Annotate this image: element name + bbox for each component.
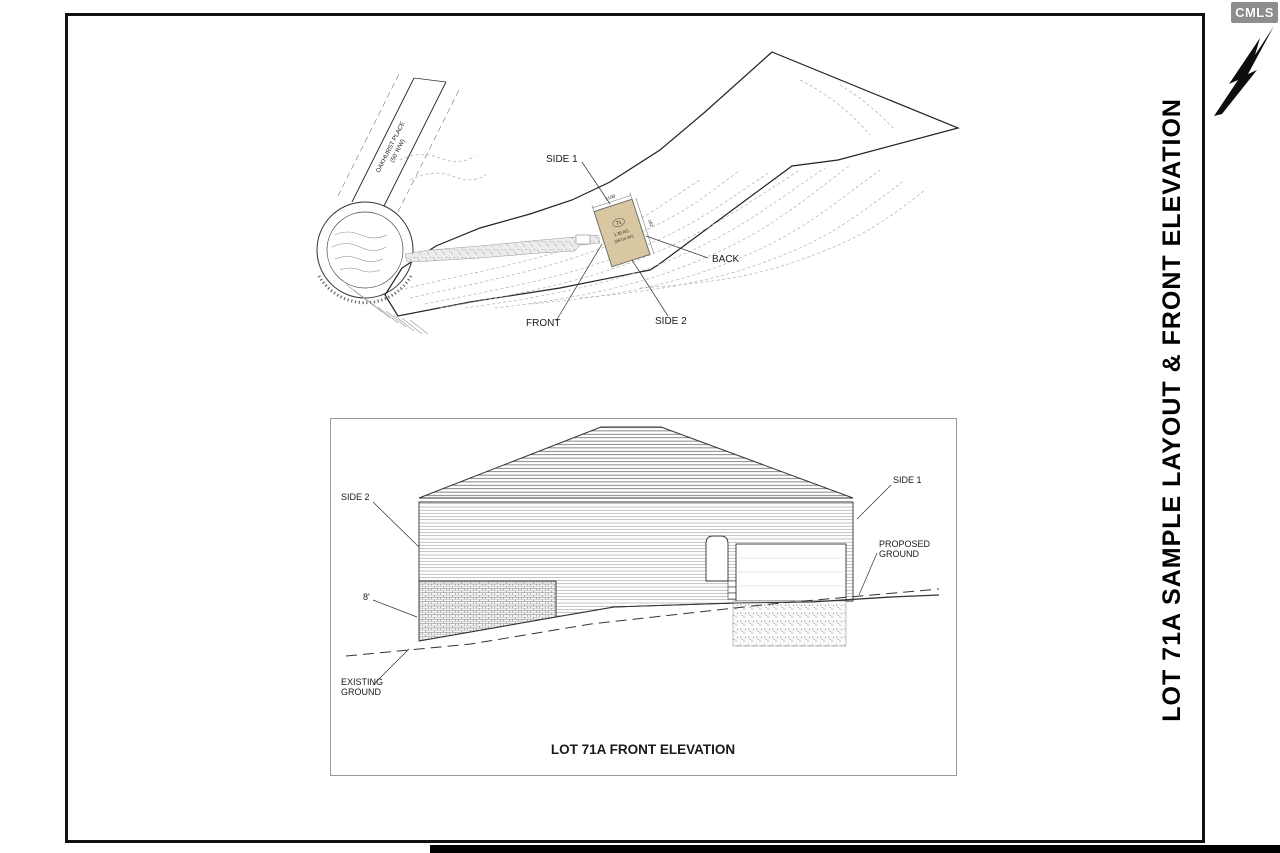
north-arrow-shape <box>1214 26 1274 116</box>
entry-door <box>705 535 729 582</box>
proposed-ground-line <box>810 594 940 603</box>
label-side1: SIDE 1 <box>546 154 578 165</box>
existing-ground-line <box>345 588 940 657</box>
vertical-title: LOT 71A SAMPLE LAYOUT & FRONT ELEVATION <box>1142 98 1202 722</box>
elev-label-side2: SIDE 2 <box>341 492 370 502</box>
lot-boundary <box>384 51 960 317</box>
garage-foundation <box>732 600 847 647</box>
elev-label-proposed-1: PROPOSED <box>879 539 931 549</box>
label-back: BACK <box>712 254 740 265</box>
street-road <box>337 71 461 213</box>
ground-lines <box>345 588 940 657</box>
driveway <box>404 234 601 263</box>
cmls-watermark: CMLS <box>1231 2 1278 23</box>
building-footprint: ±108' ±61' 71 1.35 AC. (58714 SF) <box>591 192 655 268</box>
elevation-caption: LOT 71A FRONT ELEVATION <box>551 742 735 757</box>
elev-label-proposed-2: GROUND <box>879 549 919 559</box>
footprint-dim-side: ±61' <box>647 219 654 229</box>
brick-foundation <box>418 580 557 642</box>
roof <box>418 426 854 503</box>
cul-de-sac <box>316 201 414 305</box>
label-front: FRONT <box>526 318 560 329</box>
cmls-watermark-text: CMLS <box>1235 5 1274 20</box>
vertical-title-text: LOT 71A SAMPLE LAYOUT & FRONT ELEVATION <box>1157 98 1186 722</box>
finished-ground-line <box>418 601 812 642</box>
footprint-area-sf: (58714 SF) <box>614 233 635 244</box>
elev-label-side1: SIDE 1 <box>893 475 922 485</box>
elev-label-existing-1: EXISTING <box>341 677 383 687</box>
label-side2: SIDE 2 <box>655 316 687 327</box>
slope-hatch <box>345 283 429 335</box>
bottom-bar <box>430 845 1280 853</box>
front-elevation: SIDE 2 SIDE 1 PROPOSED GROUND 8' EXISTIN… <box>330 418 957 776</box>
street-label: OAKHURST PLACE (50' R/W) <box>375 121 407 174</box>
stoop <box>575 234 591 245</box>
footprint-area: 1.35 AC. <box>613 228 630 238</box>
footprint-lot-number: 71 <box>615 219 622 226</box>
garage-door <box>735 543 847 602</box>
contour-lines <box>399 79 926 309</box>
elev-label-existing-2: GROUND <box>341 687 381 697</box>
north-arrow-icon <box>1214 26 1274 116</box>
elevation-callouts <box>372 484 892 686</box>
site-plan-callouts <box>555 161 709 322</box>
footprint-dim-top: ±108' <box>604 193 616 201</box>
site-plan: OAKHURST PLACE (50' R/W) <box>316 51 960 335</box>
elev-label-height: 8' <box>363 592 370 602</box>
